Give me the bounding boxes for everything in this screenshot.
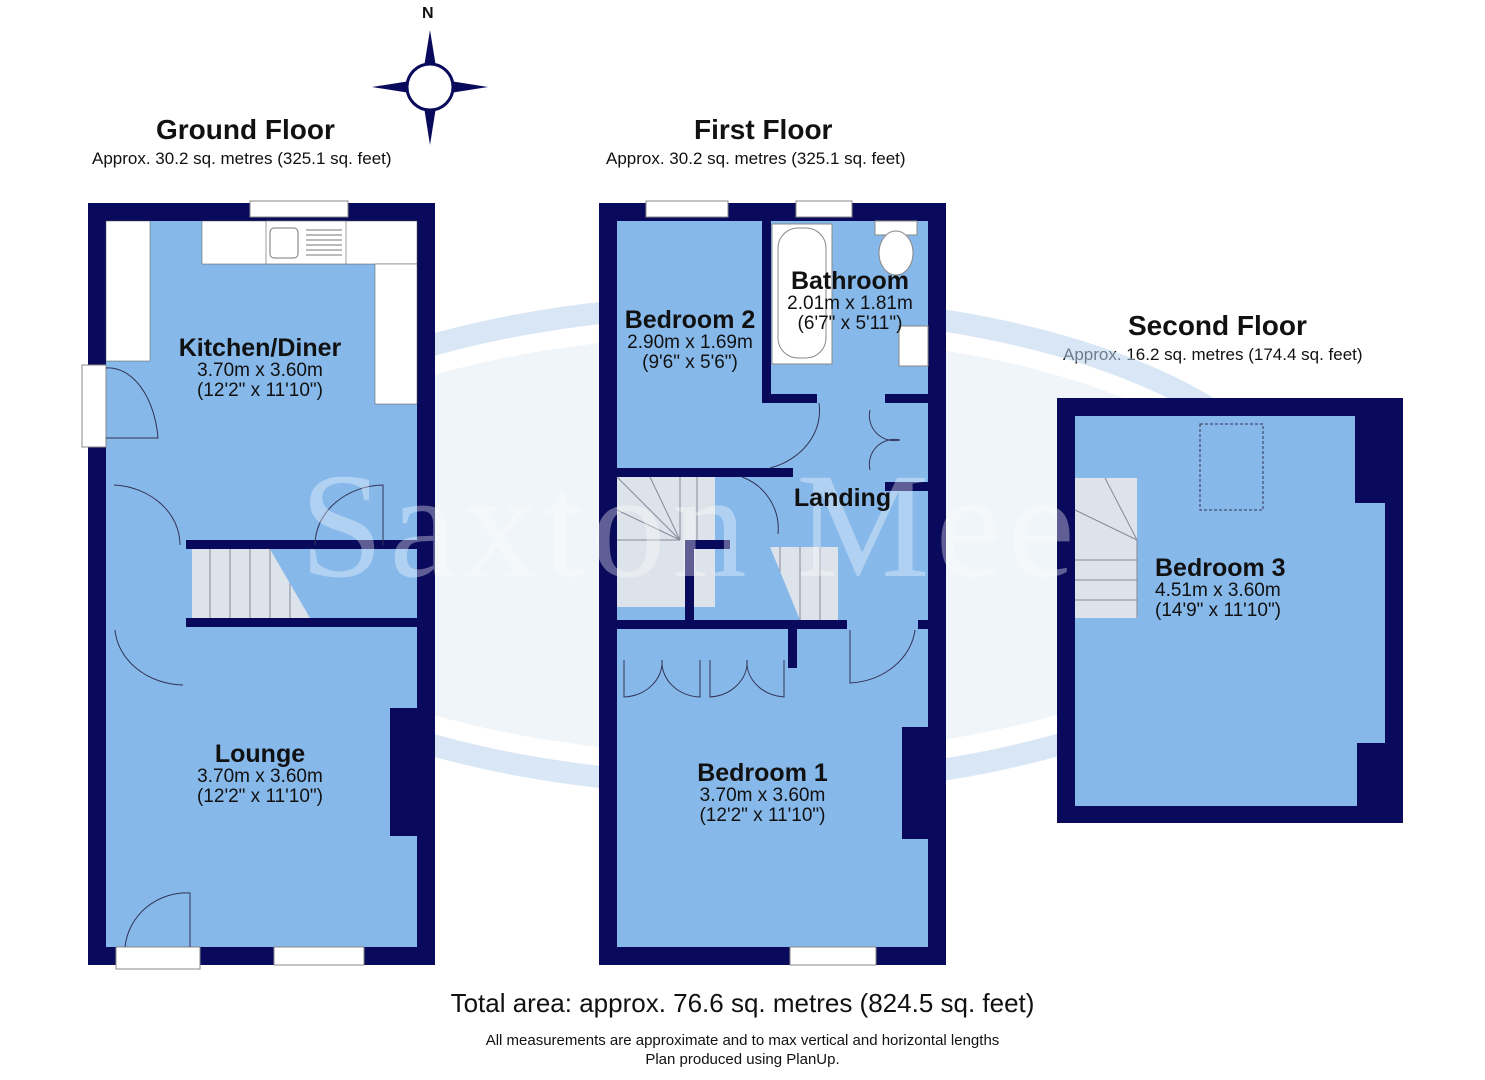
room-bedroom-1: Bedroom 1 3.70m x 3.60m (12'2" x 11'10") [697, 759, 828, 827]
compass-north-label: N [422, 5, 434, 22]
second-floor-plan [1057, 398, 1403, 823]
compass-rose-icon [372, 30, 488, 145]
room-kitchen-diner: Kitchen/Diner 3.70m x 3.60m (12'2" x 11'… [178, 334, 342, 402]
room-lounge: Lounge 3.70m x 3.60m (12'2" x 11'10") [196, 740, 323, 808]
room-bedroom-3: Bedroom 3 4.51m x 3.60m (14'9" x 11'10") [1155, 554, 1286, 622]
ground-floor-area: Approx. 30.2 sq. metres (325.1 sq. feet) [92, 149, 392, 168]
total-area: Total area: approx. 76.6 sq. metres (824… [450, 988, 1035, 1018]
room-landing: Landing [793, 484, 892, 512]
ground-floor-plan [81, 200, 435, 970]
second-floor-title: Second Floor [1128, 310, 1307, 341]
planup-note: Plan produced using PlanUp. [645, 1051, 840, 1068]
second-floor-area: Approx. 16.2 sq. metres (174.4 sq. feet) [1063, 345, 1363, 364]
room-bathroom: Bathroom 2.01m x 1.81m (6'7" x 5'11") [787, 267, 913, 335]
first-floor-title: First Floor [694, 114, 833, 145]
room-bedroom-2: Bedroom 2 2.90m x 1.69m (9'6" x 5'6") [624, 306, 756, 374]
watermark-text: Saxton Mee [300, 443, 1081, 609]
ground-floor-title: Ground Floor [156, 114, 335, 145]
first-floor-area: Approx. 30.2 sq. metres (325.1 sq. feet) [606, 149, 906, 168]
compass: N [370, 5, 490, 145]
first-floor-plan [599, 200, 946, 966]
measurement-note: All measurements are approximate and to … [485, 1032, 1000, 1049]
